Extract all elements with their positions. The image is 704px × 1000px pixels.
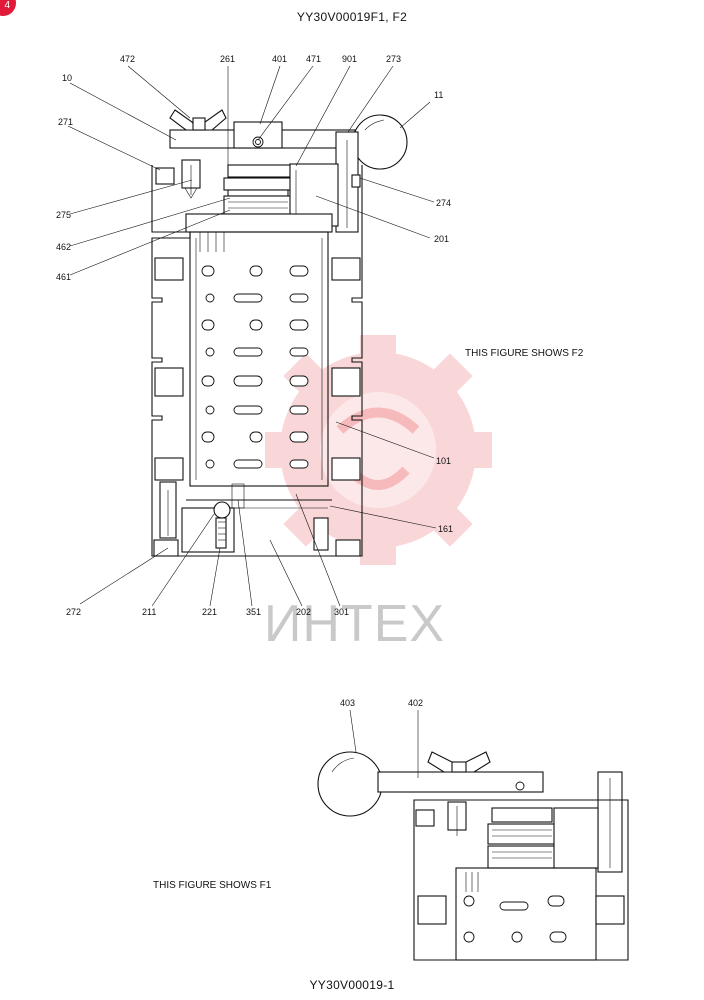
- callout-402: 402: [408, 698, 423, 708]
- callout-271: 271: [58, 117, 73, 127]
- callout-211: 211: [142, 607, 156, 617]
- callout-11: 11: [434, 90, 443, 100]
- plate-holes: [201, 265, 309, 469]
- callout-403: 403: [340, 698, 355, 708]
- callout-161: 161: [438, 524, 453, 534]
- callout-301: 301: [334, 607, 349, 617]
- callout-101: 101: [436, 456, 451, 466]
- callout-901: 901: [342, 54, 357, 64]
- note-figure-f1: THIS FIGURE SHOWS F1: [153, 880, 272, 891]
- knob-403: [317, 751, 383, 817]
- wing-nut-right: [199, 109, 227, 131]
- callout-221: 221: [202, 607, 217, 617]
- callout-275: 275: [56, 210, 71, 220]
- callout-351: 351: [246, 607, 261, 617]
- callout-274: 274: [436, 198, 451, 208]
- callout-10: 10: [62, 73, 72, 83]
- callout-462: 462: [56, 242, 71, 252]
- callout-401: 401: [272, 54, 287, 64]
- watermark-brand-text: ИНТЕХ: [264, 595, 446, 653]
- callout-261: 261: [220, 54, 235, 64]
- callout-471: 471: [306, 54, 321, 64]
- wing-nut-left: [169, 109, 200, 131]
- callout-461: 461: [56, 272, 71, 282]
- diagram-title: YY30V00019F1, F2: [296, 10, 408, 24]
- callout-472: 472: [120, 54, 135, 64]
- note-figure-f2: THIS FIGURE SHOWS F2: [465, 348, 584, 359]
- drawing-code-footer: YY30V00019-1: [309, 978, 395, 992]
- page-number-badge: 4: [0, 0, 16, 16]
- callout-273: 273: [386, 54, 401, 64]
- callout-201: 201: [434, 234, 449, 244]
- callout-272: 272: [66, 607, 81, 617]
- callout-202: 202: [296, 607, 311, 617]
